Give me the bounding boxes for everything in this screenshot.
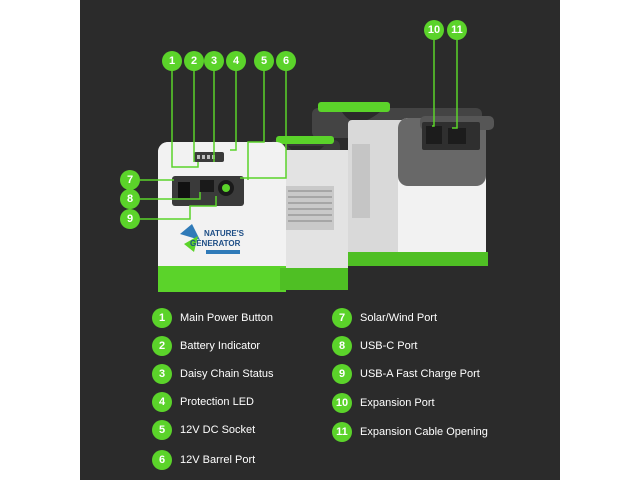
- callout-8: 8: [120, 189, 140, 209]
- legend-number: 11: [332, 422, 352, 442]
- front-generator-unit: NATURE'S GENERATOR: [158, 136, 348, 292]
- callout-9: 9: [120, 209, 140, 229]
- legend-label: Expansion Port: [360, 397, 435, 409]
- legend-label: Expansion Cable Opening: [360, 426, 488, 438]
- legend-number: 2: [152, 336, 172, 356]
- legend-label: Main Power Button: [180, 312, 273, 324]
- legend-label: Protection LED: [180, 396, 254, 408]
- product-illustration: NATURE'S GENERATOR 1 2 3: [80, 0, 560, 300]
- legend-label: USB-A Fast Charge Port: [360, 368, 480, 380]
- rear-generator-unit: [312, 102, 494, 266]
- generator-drawing: NATURE'S GENERATOR: [140, 40, 494, 292]
- callout-3: 3: [204, 51, 224, 71]
- legend-label: Battery Indicator: [180, 340, 261, 352]
- legend-number: 7: [332, 308, 352, 328]
- callout-7: 7: [120, 170, 140, 190]
- legend-number: 1: [152, 308, 172, 328]
- callout-10: 10: [424, 20, 444, 40]
- legend-label: 12V Barrel Port: [180, 454, 256, 466]
- callout-2: 2: [184, 51, 204, 71]
- legend-number: 9: [332, 364, 352, 384]
- legend-label: Solar/Wind Port: [360, 312, 438, 324]
- legend-label: USB-C Port: [360, 340, 418, 352]
- callout-4: 4: [226, 51, 246, 71]
- svg-text:GENERATOR: GENERATOR: [190, 239, 241, 248]
- legend-number: 4: [152, 392, 172, 412]
- product-infographic: NATURE'S GENERATOR 1 2 3: [80, 0, 560, 480]
- natures-generator-logo: NATURE'S GENERATOR: [180, 224, 245, 254]
- legend-number: 5: [152, 420, 172, 440]
- legend-number: 6: [152, 450, 172, 470]
- callout-6: 6: [276, 51, 296, 71]
- legend-label: 12V DC Socket: [180, 424, 256, 436]
- callout-11: 11: [447, 20, 467, 40]
- callout-5: 5: [254, 51, 274, 71]
- legend-number: 3: [152, 364, 172, 384]
- callout-leader-lines: [140, 40, 458, 220]
- callout-1: 1: [162, 51, 182, 71]
- svg-text:NATURE'S: NATURE'S: [204, 229, 245, 238]
- legend-number: 8: [332, 336, 352, 356]
- legend-number: 10: [332, 393, 352, 413]
- legend-label: Daisy Chain Status: [180, 368, 274, 380]
